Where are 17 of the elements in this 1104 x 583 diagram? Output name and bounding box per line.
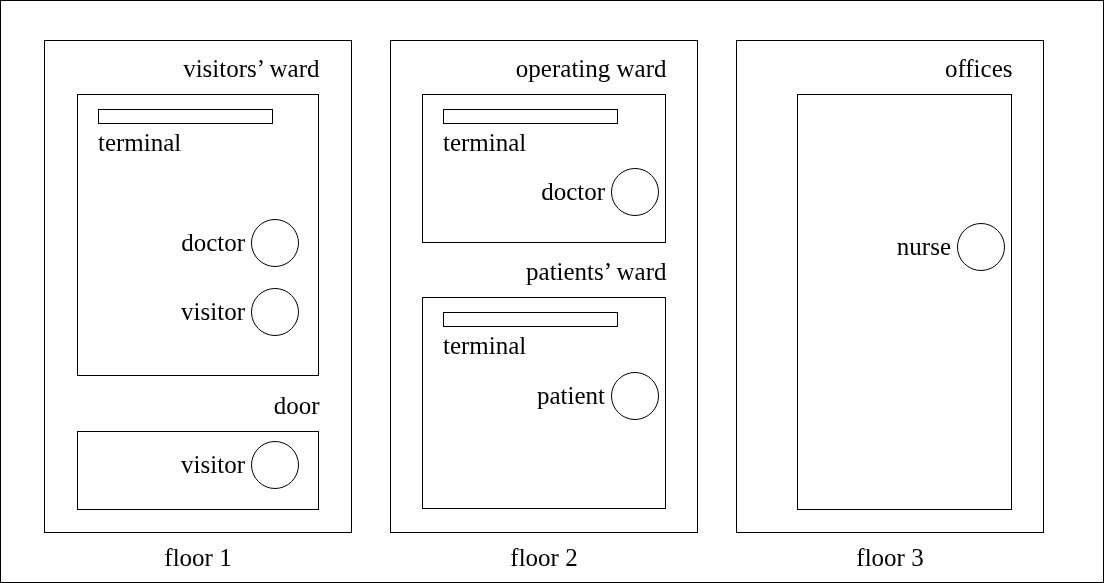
room-label: door [273, 391, 320, 420]
room-label: offices [944, 54, 1013, 83]
person-label: visitor [181, 298, 245, 326]
floor-label: floor 2 [509, 544, 579, 572]
person-label: nurse [896, 233, 951, 261]
room-label: patients’ ward [526, 257, 667, 286]
room-label: operating ward [515, 54, 667, 83]
room-label: visitors’ ward [183, 54, 320, 83]
person-label: visitor [181, 451, 245, 479]
terminal-label: terminal [443, 129, 527, 157]
floor-label: floor 1 [163, 544, 233, 572]
person-label: doctor [541, 178, 605, 206]
floor-label: floor 3 [855, 544, 925, 572]
terminal-label: terminal [98, 129, 182, 157]
person-label: doctor [181, 229, 245, 257]
terminal-label: terminal [443, 332, 527, 360]
person-label: patient [536, 382, 605, 410]
